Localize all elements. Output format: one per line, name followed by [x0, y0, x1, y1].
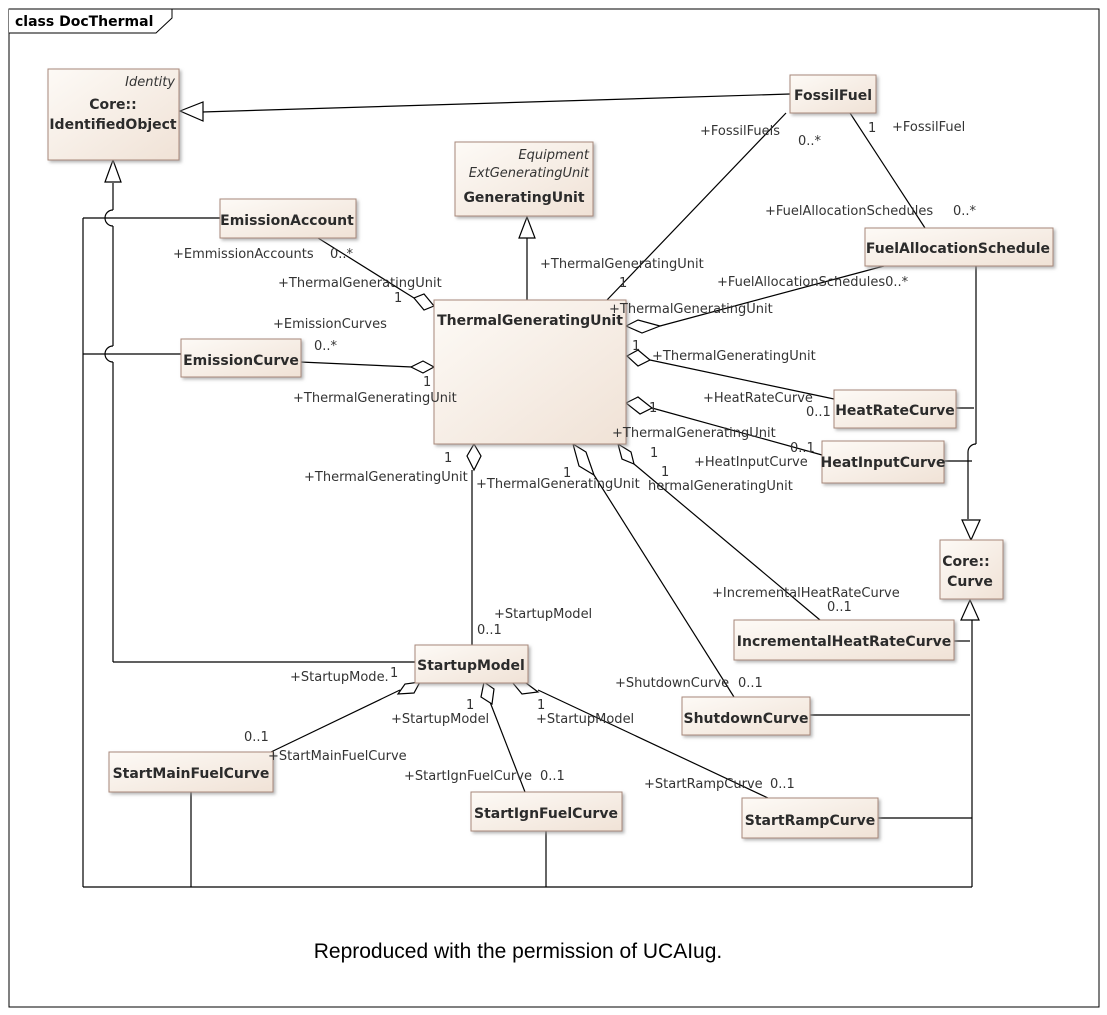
label-sr-mult: 0..1 [770, 777, 795, 792]
class-heat-rate-curve[interactable]: HeatRateCurve [833, 389, 957, 429]
label-tgu-ff-role: +ThermalGeneratingUnit [540, 257, 704, 272]
svg-text:Curve: Curve [947, 574, 993, 590]
label-tgu-sd-mult: 1 [563, 466, 571, 481]
label-tgu-ihr-role: hermalGeneratingUnit [648, 479, 793, 494]
svg-text:Core::: Core:: [942, 554, 990, 570]
label-tgu-ec-mult: 1 [423, 375, 431, 390]
class-fossil-fuel[interactable]: FossilFuel [789, 74, 877, 114]
svg-text:HeatInputCurve: HeatInputCurve [821, 455, 946, 471]
class-identified-object[interactable]: Identity Core:: IdentifiedObject [47, 68, 180, 161]
label-emm-accounts-role: +EmmissionAccounts [173, 247, 314, 262]
svg-text:StartIgnFuelCurve: StartIgnFuelCurve [474, 806, 618, 822]
svg-text:StartMainFuelCurve: StartMainFuelCurve [113, 766, 270, 782]
label-emm-accounts-mult: 0..* [330, 247, 354, 262]
class-fuel-allocation-schedule[interactable]: FuelAllocationSchedule [864, 227, 1054, 267]
svg-text:Equipment: Equipment [518, 148, 589, 163]
label-smf-role: +StartMainFuelCurve [268, 749, 407, 764]
label-shutdown-mult: 0..1 [738, 676, 763, 691]
class-core-curve[interactable]: Core:: Curve [939, 539, 1004, 600]
svg-text:IdentifiedObject: IdentifiedObject [49, 117, 177, 133]
label-sm-sr-role: +StartupModel [536, 712, 634, 727]
class-incremental-heat-rate-curve[interactable]: IncrementalHeatRateCurve [733, 619, 955, 661]
svg-text:StartRampCurve: StartRampCurve [745, 813, 875, 829]
label-tgu-ihr-mult: 1 [661, 465, 669, 480]
class-heat-input-curve[interactable]: HeatInputCurve [821, 440, 946, 484]
label-fuel-alloc-mult: 0..* [953, 204, 977, 219]
label-tgu-sd-role: +ThermalGeneratingUnit [476, 477, 640, 492]
class-start-main-fuel-curve[interactable]: StartMainFuelCurve [108, 751, 274, 793]
label-heat-input-curve-role: +HeatInputCurve [694, 455, 808, 470]
frame-label: class DocThermal [15, 14, 153, 30]
permission-caption: Reproduced with the permission of UCAIug… [314, 940, 723, 963]
label-sif-role: +StartIgnFuelCurve [404, 769, 532, 784]
label-tgu-sm-role: +ThermalGeneratingUnit [304, 470, 468, 485]
connectors [82, 93, 977, 888]
label-tgu-ea-mult: 1 [394, 291, 402, 306]
label-emission-curves-mult: 0..* [314, 339, 338, 354]
label-tgu-hic-mult: 1 [649, 401, 657, 416]
svg-text:FuelAllocationSchedule: FuelAllocationSchedule [866, 241, 1050, 257]
class-generating-unit[interactable]: Equipment ExtGeneratingUnit GeneratingUn… [454, 141, 594, 217]
label-tgu-ff-mult: 1 [619, 276, 627, 291]
class-emission-account[interactable]: EmissionAccount [219, 198, 357, 239]
svg-text:ExtGeneratingUnit: ExtGeneratingUnit [469, 166, 590, 181]
svg-text:HeatRateCurve: HeatRateCurve [835, 403, 955, 419]
label-sm-smf-mult: 1 [390, 666, 398, 681]
label-heat-input-curve-mult: 0..1 [790, 441, 815, 456]
label-tgu-hic-role: +ThermalGeneratingUnit [612, 426, 776, 441]
label-tgu-sm-mult: 1 [444, 451, 452, 466]
label-sm-sif-role: +StartupModel [391, 712, 489, 727]
label-shutdown-role: +ShutdownCurve [615, 676, 729, 691]
label-emission-curves-role: +EmissionCurves [273, 317, 387, 332]
svg-text:EmissionAccount: EmissionAccount [220, 213, 354, 229]
label-sm-sr-mult: 1 [537, 698, 545, 713]
class-start-ramp-curve[interactable]: StartRampCurve [741, 797, 879, 839]
label-tgu-ec-role: +ThermalGeneratingUnit [293, 391, 457, 406]
svg-text:EmissionCurve: EmissionCurve [183, 353, 299, 369]
diagram-frame [8, 8, 1100, 1008]
generalization-arrows [104, 101, 981, 621]
svg-text:StartupModel: StartupModel [417, 658, 525, 674]
svg-text:ShutdownCurve: ShutdownCurve [683, 711, 808, 727]
label-tgu-fas-mult: 1 [632, 339, 640, 354]
class-emission-curve[interactable]: EmissionCurve [180, 338, 302, 378]
label-startup-model-mult: 0..1 [477, 623, 502, 638]
label-sm-smf-role: +StartupMode. [290, 670, 389, 685]
class-shutdown-curve[interactable]: ShutdownCurve [681, 696, 811, 736]
label-tgu-hic-mult-2: 1 [650, 446, 658, 461]
label-startup-model-role: +StartupModel [494, 607, 592, 622]
label-fas-on-tgu: +FuelAllocationSchedules0..* [717, 275, 909, 290]
svg-text:ThermalGeneratingUnit: ThermalGeneratingUnit [437, 313, 623, 329]
svg-text:Identity: Identity [125, 75, 175, 90]
label-ihr-role: +IncrementalHeatRateCurve [712, 586, 900, 601]
label-fossil-fuels-mult: 0..* [798, 134, 822, 149]
frame-tab [9, 8, 173, 34]
class-start-ign-fuel-curve[interactable]: StartIgnFuelCurve [470, 791, 623, 832]
association-labels: +FossilFuels 0..* 1 +FossilFuel +FuelAll… [173, 120, 977, 792]
label-fossil-fuels-role: +FossilFuels [700, 124, 780, 139]
label-tgu-fas-role: +ThermalGeneratingUnit [609, 302, 773, 317]
label-sm-sif-mult: 1 [466, 698, 474, 713]
class-startup-model[interactable]: StartupModel [414, 644, 529, 684]
svg-text:GeneratingUnit: GeneratingUnit [463, 190, 584, 206]
label-heat-rate-curve-mult: 0..1 [806, 405, 831, 420]
aggregation-diamonds [396, 293, 662, 706]
label-fossil-fuel-mult: 1 [868, 121, 876, 136]
label-fossil-fuel-role: +FossilFuel [892, 120, 965, 135]
label-heat-rate-curve-role: +HeatRateCurve [703, 391, 813, 406]
svg-text:FossilFuel: FossilFuel [794, 88, 872, 104]
svg-text:IncrementalHeatRateCurve: IncrementalHeatRateCurve [737, 634, 951, 650]
label-tgu-ea-role: +ThermalGeneratingUnit [278, 276, 442, 291]
label-ihr-mult: 0..1 [827, 600, 852, 615]
svg-text:Core::: Core:: [89, 97, 137, 113]
label-smf-mult: 0..1 [244, 730, 269, 745]
label-tgu-hrc-role: +ThermalGeneratingUnit [652, 349, 816, 364]
label-sif-mult: 0..1 [540, 769, 565, 784]
label-fuel-alloc-role: +FuelAllocationSchedules [765, 204, 933, 219]
class-thermal-generating-unit[interactable]: ThermalGeneratingUnit [433, 299, 627, 445]
label-sr-role: +StartRampCurve [644, 777, 763, 792]
